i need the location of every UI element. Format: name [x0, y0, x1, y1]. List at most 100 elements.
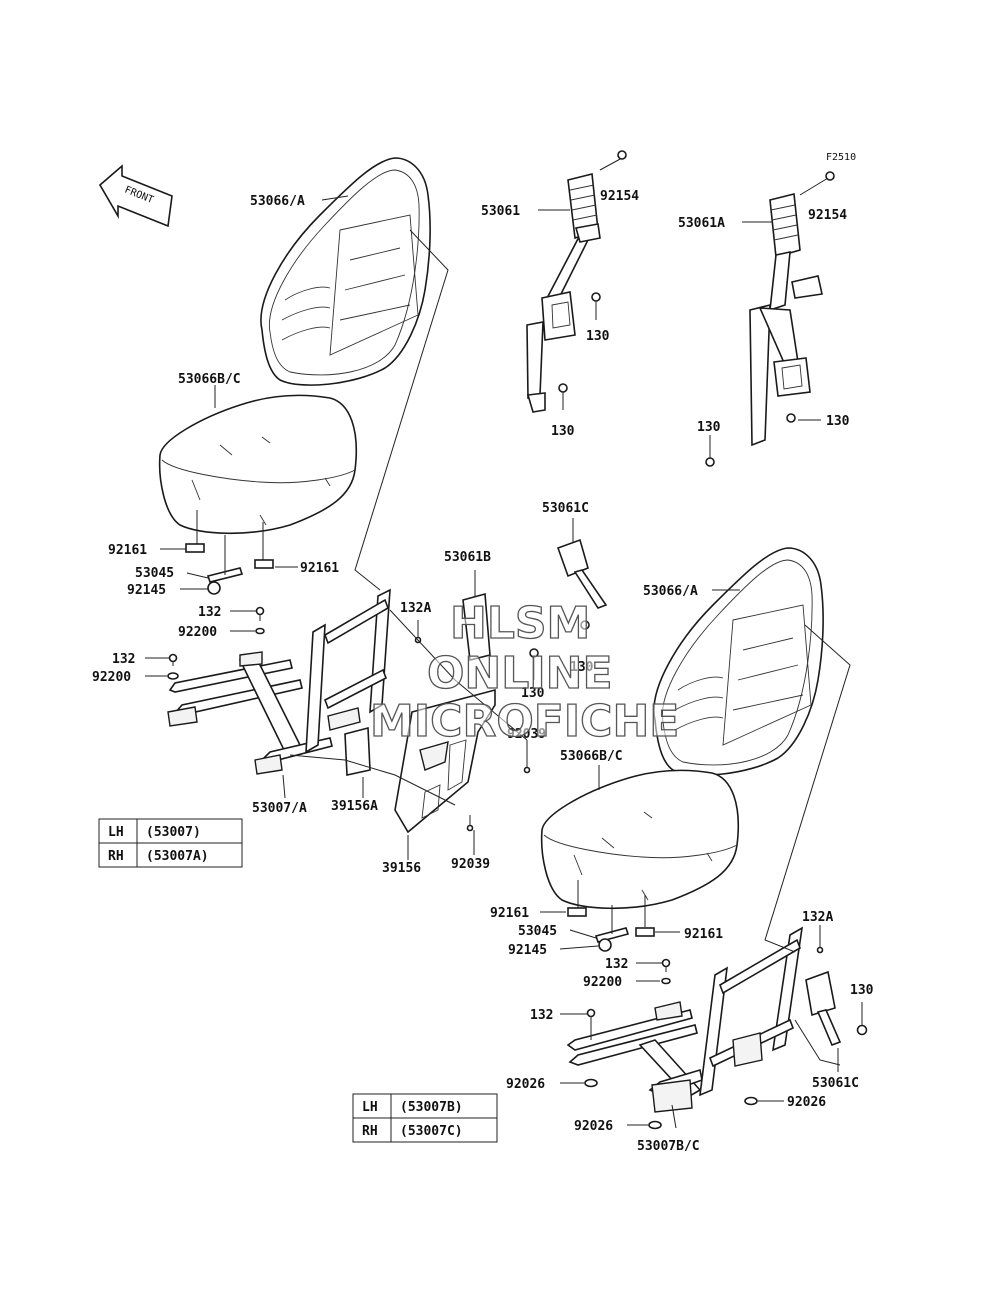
bolt-92154-a: [617, 150, 627, 160]
bolt-132-right-b: [586, 1008, 596, 1040]
bolt-130-f: [529, 648, 539, 680]
buckle-53061b: [462, 570, 491, 661]
label-53045-b: 53045: [518, 924, 557, 939]
label-92026-a: 92026: [506, 1077, 545, 1092]
watermark: HLSM ONLINE MICROFICHE: [369, 597, 680, 747]
clip-92161-left-a: [185, 510, 205, 553]
label-92200-c: 92200: [583, 975, 622, 990]
table-left-part-rh: (53007A): [146, 849, 209, 864]
table-left-side-rh: RH: [108, 849, 124, 864]
label-130-g: 130: [850, 983, 874, 998]
washer-92026-right-a: [584, 1078, 598, 1088]
clip-92145-left: [207, 581, 221, 595]
front-arrow-icon: FRONT: [98, 164, 173, 228]
label-92161-a: 92161: [108, 543, 147, 558]
label-92161-b: 92161: [300, 561, 339, 576]
label-92026-c: 92026: [574, 1119, 613, 1134]
label-132-b: 132: [112, 652, 135, 667]
table-right: LH (53007B) RH (53007C): [352, 1093, 498, 1143]
label-130-e: 130: [570, 660, 594, 675]
figure-code: F2510: [826, 152, 856, 163]
table-left-side-lh: LH: [108, 825, 124, 840]
washer-92200-left-b: [167, 672, 179, 680]
washer-92200-left-a: [255, 627, 265, 635]
label-132-d: 132: [530, 1008, 553, 1023]
bolt-130-a: [591, 292, 601, 320]
table-right-part-rh: (53007C): [400, 1124, 463, 1139]
label-92039-b: 92039: [451, 857, 490, 872]
label-92154-a: 92154: [600, 189, 639, 204]
washer-92026-right-b: [744, 1096, 758, 1106]
label-92145-a: 92145: [127, 583, 166, 598]
bolt-130-e: [580, 620, 590, 630]
bolt-132-left-a: [255, 606, 265, 621]
bolt-132-right-a: [661, 958, 671, 972]
clip-92161-left-b: [254, 522, 274, 569]
pad-39156a: [344, 726, 371, 776]
label-53061: 53061: [481, 204, 520, 219]
label-92145-b: 92145: [508, 943, 547, 958]
bolt-130-b: [558, 383, 568, 410]
label-53061a: 53061A: [678, 216, 725, 231]
label-53061c-bottom: 53061C: [812, 1076, 859, 1091]
bolt-132a-right: [816, 925, 824, 954]
seatback-left: [260, 157, 431, 386]
bolt-130-c: [786, 413, 796, 423]
table-left: LH (53007) RH (53007A): [98, 818, 243, 868]
label-53061b: 53061B: [444, 550, 491, 565]
buckle-53061c-bottom: [805, 970, 842, 1047]
label-53007a: 53007/A: [252, 801, 307, 816]
label-130-f: 130: [521, 686, 545, 701]
label-53061c-top: 53061C: [542, 501, 589, 516]
washer-92200-right: [661, 977, 671, 985]
washer-92026-right-c: [648, 1120, 662, 1130]
label-92039-a: 92039: [507, 727, 546, 742]
screw-92039-a: [523, 740, 531, 774]
seatbelt-53061a: [749, 177, 829, 447]
spring-53045-right: [594, 905, 630, 943]
label-53066bc-left: 53066B/C: [178, 372, 241, 387]
label-39156a: 39156A: [331, 799, 378, 814]
label-132-a: 132: [198, 605, 221, 620]
watermark-line-1: HLSM: [450, 598, 590, 649]
label-39156: 39156: [382, 861, 421, 876]
watermark-line-3: MICROFICHE: [370, 696, 679, 747]
label-132-c: 132: [605, 957, 628, 972]
label-130-c: 130: [826, 414, 850, 429]
frame-53007bc: [566, 926, 804, 1113]
bolt-130-g: [856, 1002, 868, 1036]
label-92200-b: 92200: [92, 670, 131, 685]
screw-92039-b: [466, 815, 474, 832]
label-130-d: 130: [697, 420, 721, 435]
label-92161-d: 92161: [684, 927, 723, 942]
frame-53007a: [167, 588, 391, 775]
label-92200-a: 92200: [178, 625, 217, 640]
table-right-side-rh: RH: [362, 1124, 378, 1139]
table-left-part-lh: (53007): [146, 825, 201, 840]
clip-92161-right-b: [635, 895, 655, 937]
cushion-left: [158, 394, 358, 535]
label-130-a: 130: [586, 329, 610, 344]
label-132a-b: 132A: [802, 910, 833, 925]
label-92161-c: 92161: [490, 906, 529, 921]
label-92026-b: 92026: [787, 1095, 826, 1110]
table-right-part-lh: (53007B): [400, 1100, 463, 1115]
label-53066bc-right: 53066B/C: [560, 749, 623, 764]
clip-92161-right-a: [567, 880, 587, 917]
cushion-right: [540, 769, 740, 910]
label-130-b: 130: [551, 424, 575, 439]
label-53066a-right: 53066/A: [643, 584, 698, 599]
table-right-side-lh: LH: [362, 1100, 378, 1115]
seatback-right: [653, 547, 824, 776]
bolt-132a-left: [414, 620, 422, 644]
label-53045-a: 53045: [135, 566, 174, 581]
bolt-132-left-b: [168, 653, 178, 666]
cover-39156: [394, 688, 496, 834]
watermark-line-2: ONLINE: [427, 648, 613, 699]
label-132a-a: 132A: [400, 601, 431, 616]
label-92154-b: 92154: [808, 208, 847, 223]
label-53007bc: 53007B/C: [637, 1139, 700, 1154]
clip-92145-right: [598, 938, 612, 952]
seatbelt-53061: [526, 157, 623, 413]
